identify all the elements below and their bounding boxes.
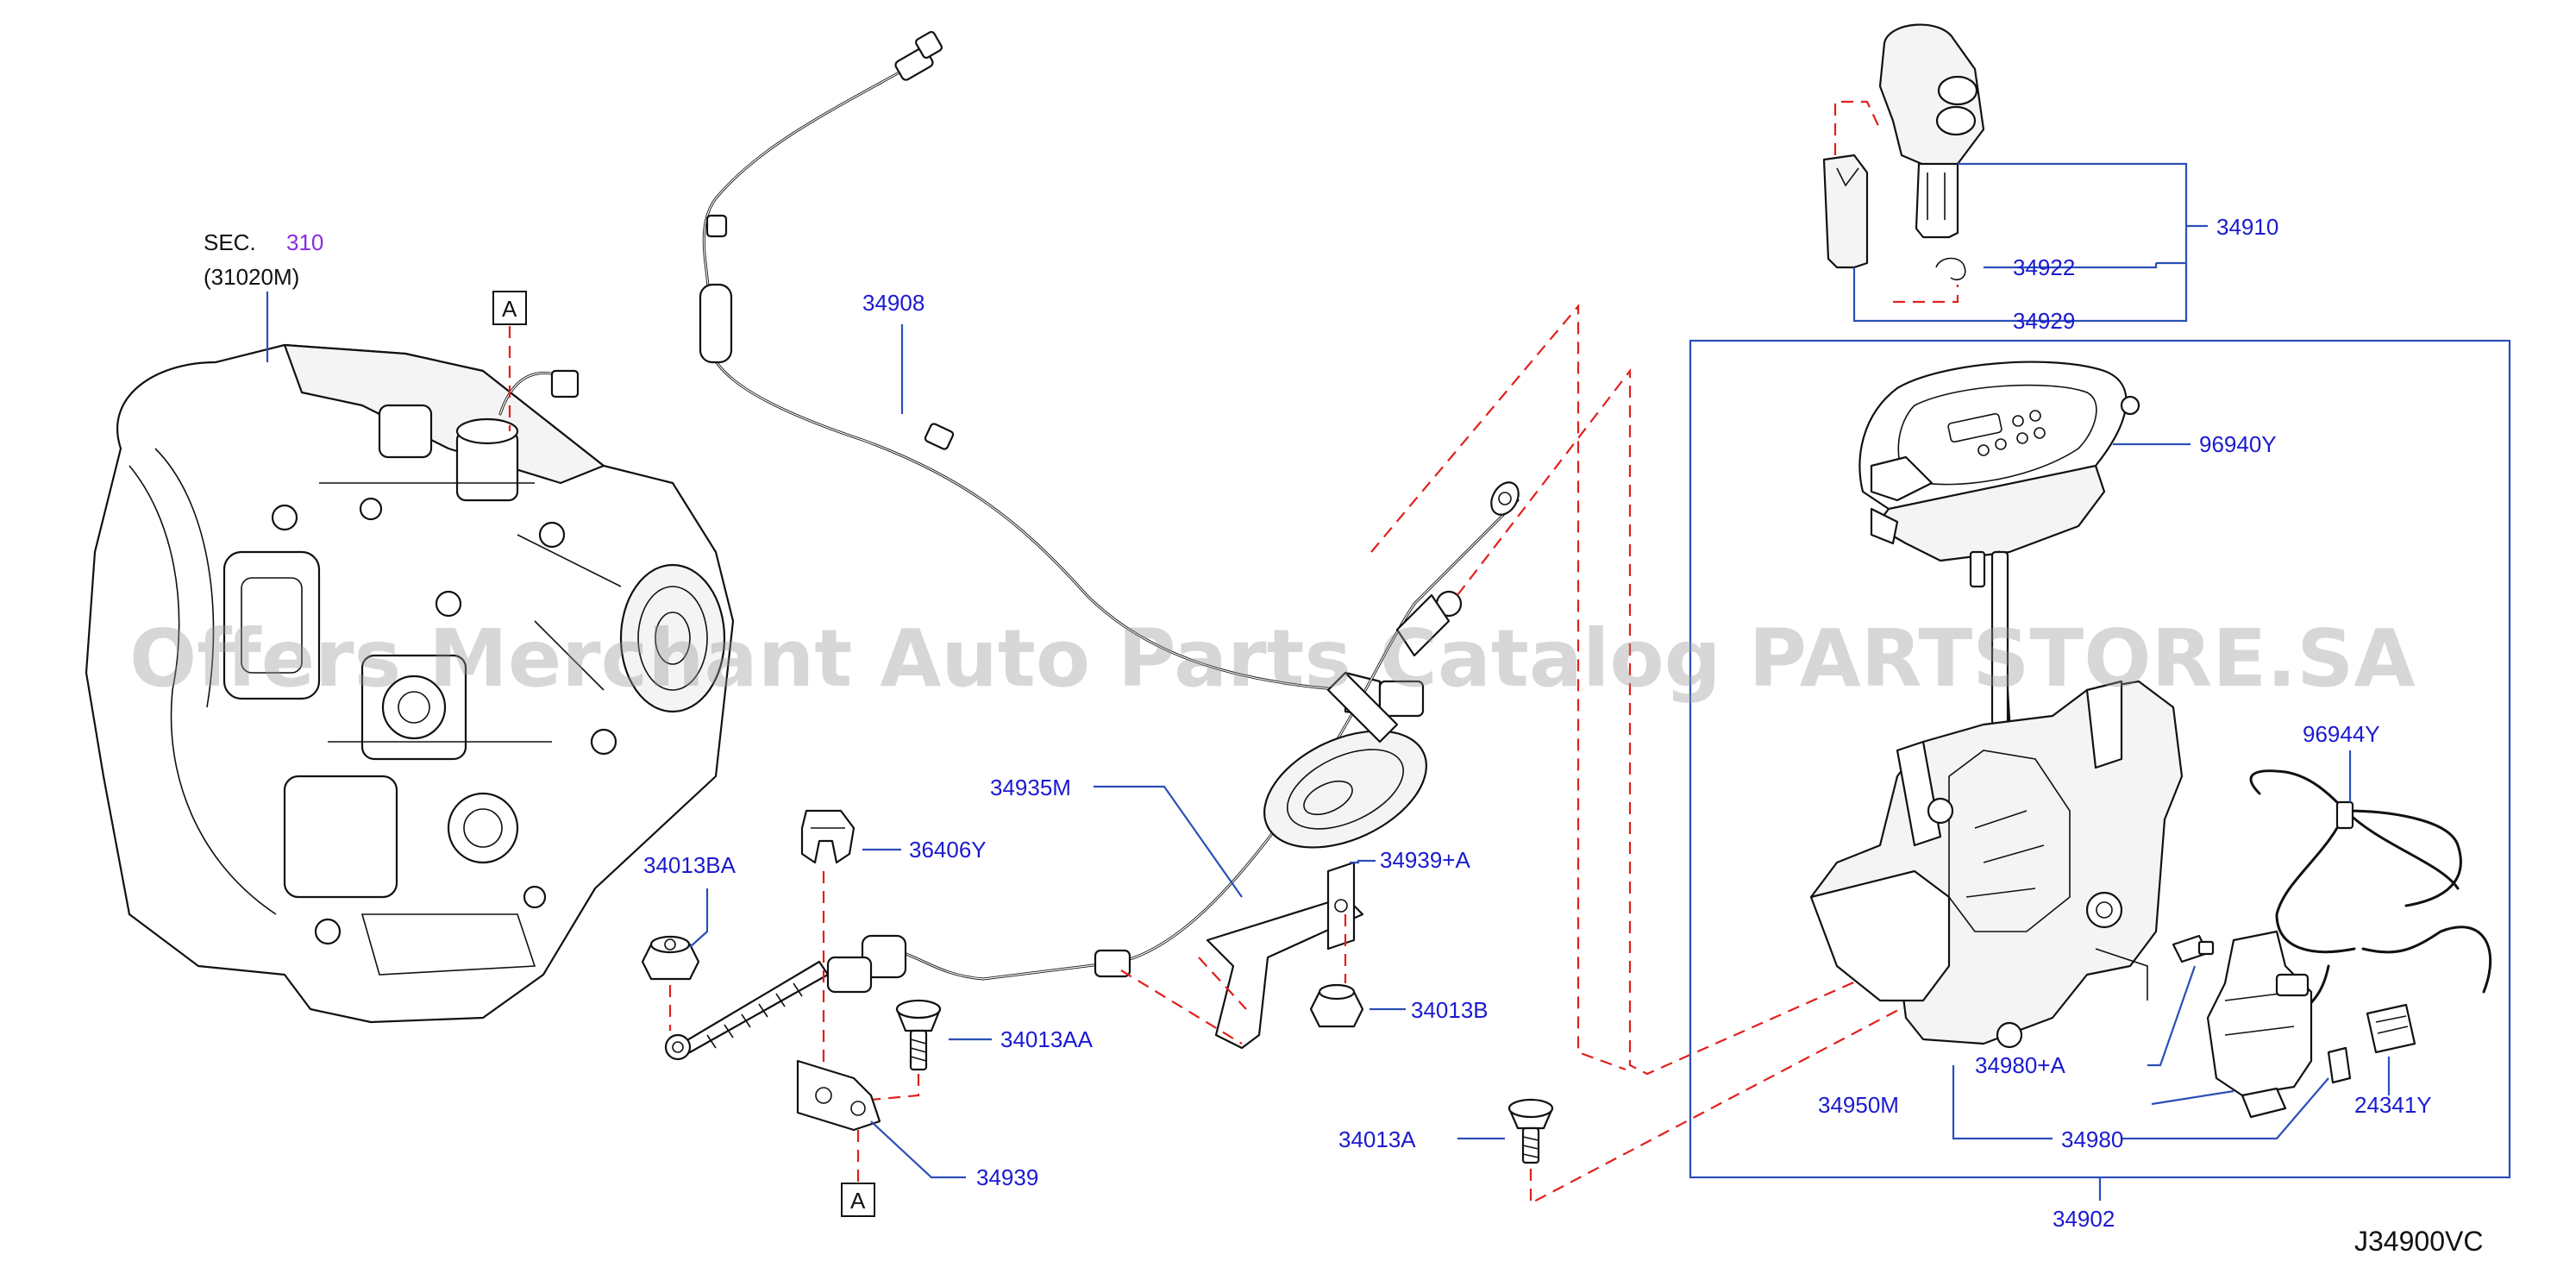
callout-34908[interactable]: 34908: [862, 290, 924, 316]
dash-assembly-1: [1370, 303, 1626, 1071]
section-prefix: SEC.: [204, 229, 256, 255]
callout-36406Y[interactable]: 36406Y: [909, 837, 987, 863]
switch-34980A[interactable]: [2172, 934, 2215, 963]
ref-marker-top-box: [492, 291, 527, 325]
nut-34013BA[interactable]: [641, 935, 700, 981]
clip-36406Y[interactable]: [800, 809, 856, 864]
shift-knob-34910[interactable]: [1878, 23, 1985, 239]
connector-24341Y[interactable]: [2327, 1003, 2416, 1084]
callout-34013A[interactable]: 34013A: [1338, 1126, 1416, 1152]
dash-assembly-2: [1457, 367, 1950, 1076]
callout-34935M[interactable]: 34935M: [990, 775, 1071, 800]
leader-34939A: [1350, 859, 1376, 864]
cover-34929[interactable]: [1822, 154, 1869, 269]
ref-marker-top: A: [502, 296, 517, 322]
bracket-34939A[interactable]: [1206, 861, 1364, 1050]
dash-knob-cover: [1833, 100, 1881, 155]
callout-34013B[interactable]: 34013B: [1411, 997, 1489, 1023]
callout-34902[interactable]: 34902: [2053, 1206, 2115, 1232]
callout-34950M[interactable]: 34950M: [1818, 1092, 1899, 1118]
ref-marker-bottom-box: [841, 1183, 875, 1217]
callout-34910[interactable]: 34910: [2216, 214, 2278, 240]
leader-34013BA: [689, 888, 709, 948]
callout-96940Y[interactable]: 96940Y: [2199, 431, 2277, 457]
callout-34980A[interactable]: 34980+A: [1975, 1052, 2065, 1078]
leader-34929: [1852, 267, 2156, 323]
callout-24341Y[interactable]: 24341Y: [2354, 1092, 2432, 1118]
leader-34950M: [2151, 1089, 2234, 1106]
transmission-assembly[interactable]: [85, 343, 735, 1024]
dash-34939A: [1120, 969, 1243, 1045]
callout-34922[interactable]: 34922: [2013, 254, 2075, 280]
ref-marker-bottom: A: [850, 1188, 866, 1214]
dash-knob-cover-b: [1893, 285, 1959, 304]
bolt-34013AA[interactable]: [895, 999, 942, 1071]
callout-34939[interactable]: 34939: [976, 1164, 1038, 1190]
section-part: (31020M): [204, 264, 299, 290]
leader-34910: [1958, 162, 2208, 323]
leader-34939: [870, 1120, 966, 1179]
bracket-34980[interactable]: [2206, 930, 2313, 1119]
section-number[interactable]: 310: [286, 229, 323, 255]
callout-34939A[interactable]: 34939+A: [1380, 847, 1470, 873]
callout-34929[interactable]: 34929: [2013, 308, 2075, 334]
callout-34980[interactable]: 34980: [2061, 1126, 2123, 1152]
watermark: Offers Merchant Auto Parts Catalog PARTS…: [129, 612, 2416, 705]
leader-34922: [1984, 263, 2158, 269]
dash-34013AA: [870, 1074, 920, 1101]
diagram-code: J34900VC: [2354, 1226, 2483, 1257]
callout-96944Y[interactable]: 96944Y: [2303, 721, 2380, 747]
control-cable-34935M[interactable]: [664, 478, 1524, 1061]
bolt-34013A[interactable]: [1507, 1098, 1554, 1164]
dash-assembly-3: [1198, 957, 1247, 1010]
clip-34922[interactable]: [1935, 257, 1966, 281]
callout-34013AA[interactable]: 34013AA: [1000, 1026, 1094, 1052]
callout-34013BA[interactable]: 34013BA: [643, 852, 736, 878]
leader-34980A: [2147, 965, 2197, 1067]
indicator-96940Y[interactable]: [1858, 361, 2140, 588]
leader-34935M: [1094, 785, 1243, 898]
shifter-device-34950M[interactable]: [1809, 550, 2184, 1049]
leader-34980: [1952, 1065, 2329, 1140]
nut-34013B[interactable]: [1309, 983, 1364, 1028]
bracket-34939[interactable]: [796, 1059, 881, 1132]
dash-34013A: [1529, 982, 1950, 1205]
